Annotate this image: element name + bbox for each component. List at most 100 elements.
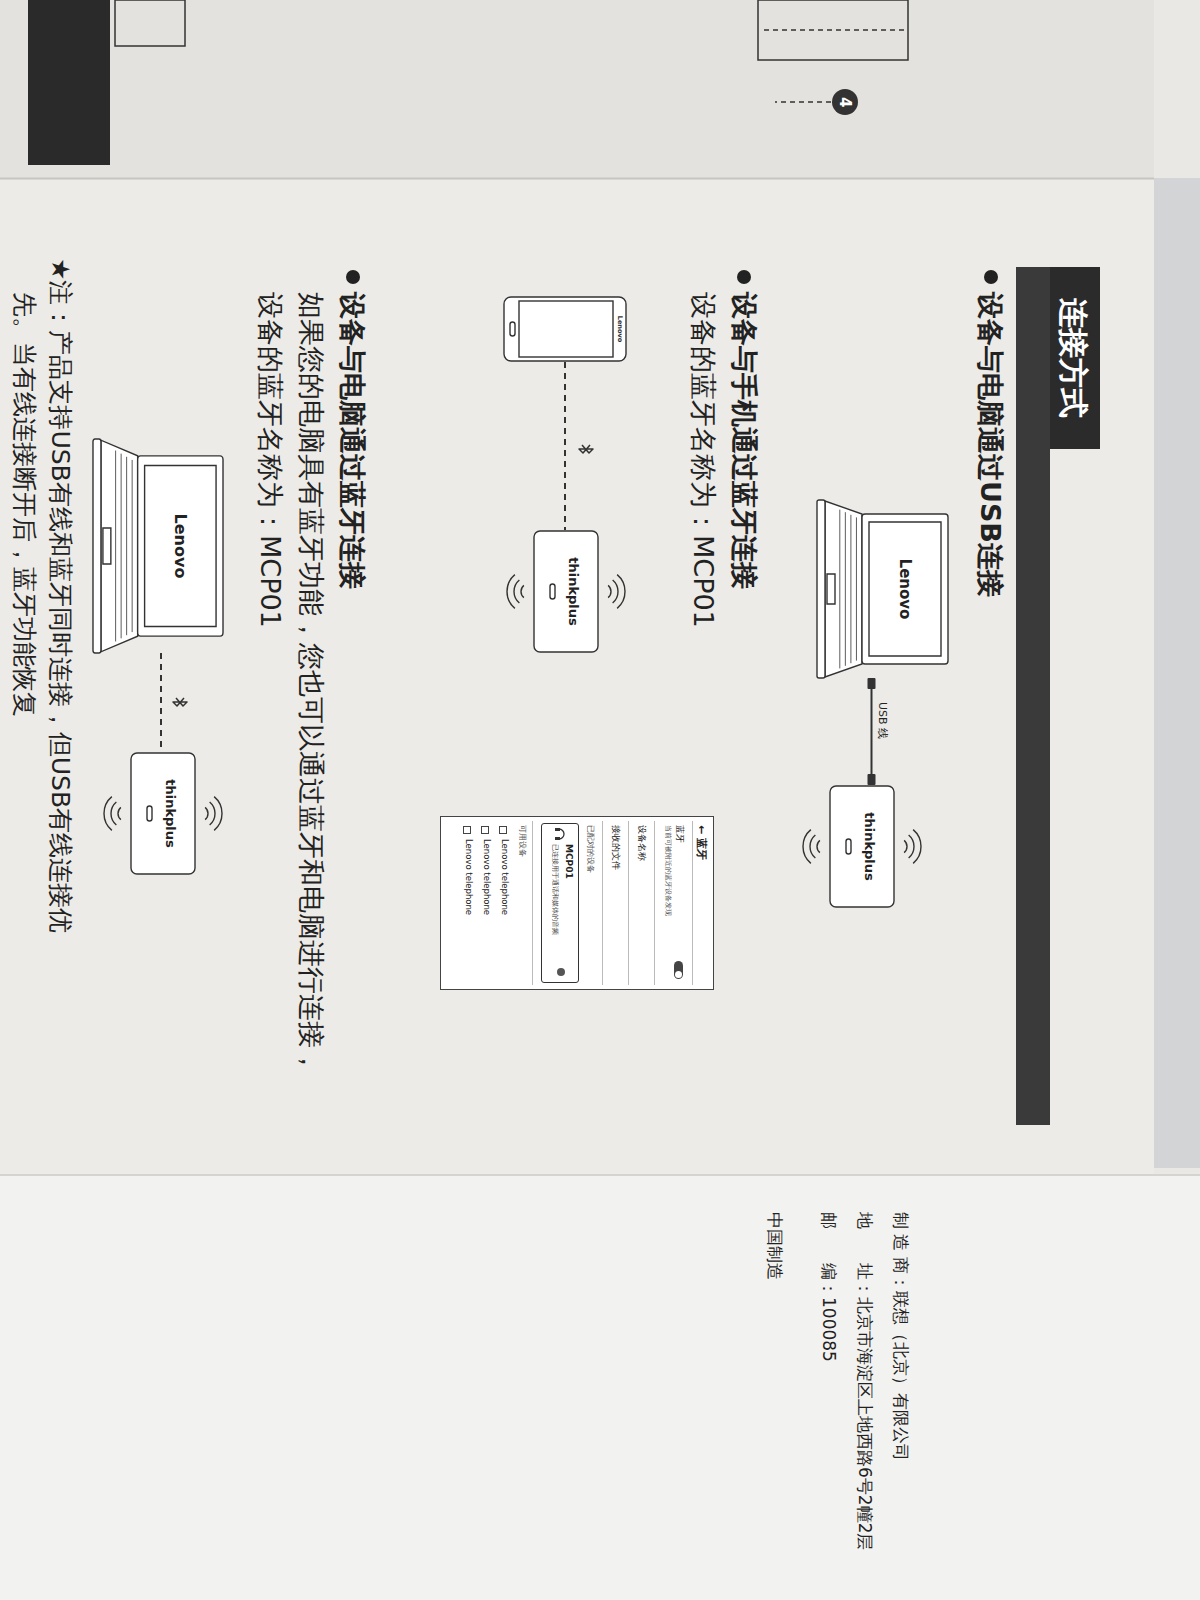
- phone-outline: [519, 301, 613, 357]
- previous-page: [0, 0, 1154, 178]
- note-text: 先。当有线连接断开后，蓝牙功能恢复: [9, 292, 38, 717]
- screen-text: 蓝牙: [675, 825, 685, 843]
- previous-page-figure: [115, 0, 908, 102]
- laptop-outline: [101, 440, 138, 652]
- laptop-outline: [115, 451, 116, 642]
- bullet-dot: [737, 270, 751, 284]
- settings-dot: [557, 968, 565, 976]
- brand-logo: thinkplus: [163, 752, 178, 875]
- speakerphone-outline: [104, 753, 222, 874]
- bluetooth-settings-screen: ← 蓝牙蓝牙当前可被附近的蓝牙设备发现设备名称接收的文件已配对的设备可用设备Le…: [440, 816, 714, 990]
- toggle-knob: [675, 971, 682, 978]
- laptop-outline: [839, 510, 840, 669]
- previous-page-figure: [762, 29, 904, 31]
- screen-text: 可用设备: [517, 825, 526, 857]
- screen-text: Lenovo telephone: [499, 839, 509, 915]
- sound-wave: [846, 839, 851, 854]
- sound-wave: [205, 807, 208, 819]
- laptop: Lenovo: [816, 500, 949, 678]
- checkbox-icon: [481, 826, 489, 834]
- laptop-outline: [817, 500, 825, 678]
- screen-text: 设备名称: [637, 825, 647, 861]
- desk: [1154, 178, 1200, 1168]
- paired-device-row: MCP01已连接用于通话和媒体的音频: [541, 823, 579, 983]
- bullet-heading: 设备与手机通过蓝牙连接: [729, 292, 760, 589]
- sound-wave: [131, 753, 195, 874]
- bluetooth-link: [160, 653, 162, 752]
- sound-wave: [111, 802, 116, 825]
- main-panel: [0, 180, 1154, 1175]
- divider-line: [628, 821, 629, 985]
- sound-wave: [613, 580, 618, 603]
- laptop-outline: [93, 439, 101, 653]
- body-text: 设备的蓝牙名称为：MCP01: [688, 292, 719, 628]
- laptop-outline: [132, 460, 133, 632]
- divider-line: [692, 821, 693, 985]
- sound-wave: [830, 786, 894, 907]
- heading-tab: [1046, 267, 1100, 449]
- headphone-icon: [555, 837, 560, 840]
- back-panel: [0, 1175, 1200, 1600]
- callout-number: 4: [836, 97, 853, 107]
- screen-text: MCP01: [564, 844, 574, 879]
- heading-bar: [1016, 267, 1050, 1125]
- callout-circle: [832, 89, 858, 115]
- bullet-dot: [984, 270, 998, 284]
- laptop-outline: [121, 454, 122, 639]
- sound-wave: [534, 531, 598, 652]
- divider-line: [532, 821, 533, 985]
- checkbox-icon: [499, 826, 507, 834]
- divider-line: [602, 821, 603, 985]
- shape-outline: [503, 296, 627, 362]
- sound-wave: [617, 575, 625, 609]
- shape-outline: [816, 500, 949, 678]
- speakerphone: thinkplus: [501, 530, 631, 653]
- manufacturer-info: 邮 编：100085: [818, 1212, 838, 1362]
- sound-wave: [817, 840, 820, 852]
- sound-wave: [913, 830, 921, 864]
- headphone-icon: [555, 828, 560, 831]
- phone-outline: [504, 297, 626, 361]
- previous-page-figure: [115, 0, 185, 46]
- previous-page-bar: [28, 0, 110, 165]
- screen-text: Lenovo telephone: [481, 839, 491, 915]
- previous-page-figure: [775, 101, 831, 103]
- laptop-outline: [856, 517, 857, 660]
- shape-outline: [797, 785, 927, 908]
- usb-cable: [871, 678, 873, 785]
- sound-wave: [104, 797, 112, 831]
- speakerphone-outline: [803, 786, 921, 907]
- screen-text: 当前可被附近的蓝牙设备发现: [664, 825, 672, 916]
- shape-outline: [501, 530, 631, 653]
- sound-wave: [514, 580, 519, 603]
- laptop-outline: [93, 439, 223, 653]
- usb-plug: [868, 678, 876, 785]
- laptop-outline: [126, 457, 127, 635]
- sound-wave: [909, 835, 914, 858]
- fold-crease: [0, 1174, 1200, 1176]
- screen-text: Lenovo telephone: [463, 839, 473, 915]
- sound-wave: [214, 797, 222, 831]
- sound-wave: [147, 806, 152, 821]
- speakerphone: thinkplus: [98, 752, 228, 875]
- divider-line: [654, 821, 655, 985]
- sound-wave: [210, 802, 215, 825]
- sound-wave: [608, 585, 611, 597]
- manufacturer-info: 制 造 商：联想（北京）有限公司: [890, 1212, 910, 1461]
- laptop-outline: [850, 515, 851, 663]
- brand-logo: Lenovo: [616, 296, 623, 362]
- sound-wave: [550, 584, 555, 599]
- sound-wave: [507, 575, 515, 609]
- edge-label: USB 线: [876, 700, 889, 741]
- section-heading: 连接方式: [1056, 298, 1091, 418]
- screen-text: 已配对的设备: [585, 825, 594, 873]
- bullet-heading: 设备与电脑通过蓝牙连接: [337, 292, 368, 589]
- manufacturer-info: 中国制造: [764, 1212, 784, 1280]
- paper-edge: [0, 178, 1154, 180]
- laptop-outline: [845, 512, 846, 666]
- previous-page-figure: [758, 0, 908, 60]
- bluetooth-symbol: [579, 445, 593, 453]
- sound-wave: [803, 830, 811, 864]
